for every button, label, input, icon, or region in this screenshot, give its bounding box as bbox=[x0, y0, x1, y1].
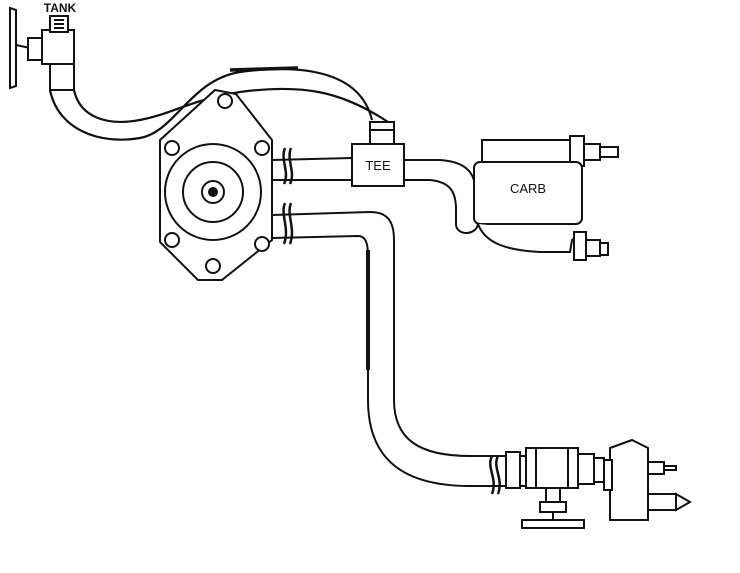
tank-hose bbox=[48, 66, 389, 141]
shutoff-valve-icon bbox=[505, 447, 605, 529]
carburetor-icon bbox=[473, 135, 619, 261]
fuel-pump-icon bbox=[159, 88, 273, 281]
tank-label: TANK bbox=[44, 1, 77, 15]
pump-to-valve-hose bbox=[271, 210, 508, 487]
tee-fitting-icon bbox=[351, 121, 405, 187]
carb-label: CARB bbox=[510, 181, 546, 196]
valve-hose-clamp bbox=[489, 455, 501, 495]
tee-label: TEE bbox=[365, 158, 391, 173]
hose-clamps bbox=[282, 147, 294, 245]
pump-to-tee-hose bbox=[271, 157, 353, 181]
tank-valve-icon bbox=[9, 6, 75, 91]
tee-to-carb-hose bbox=[404, 159, 479, 234]
spark-plug-icon bbox=[603, 438, 693, 521]
